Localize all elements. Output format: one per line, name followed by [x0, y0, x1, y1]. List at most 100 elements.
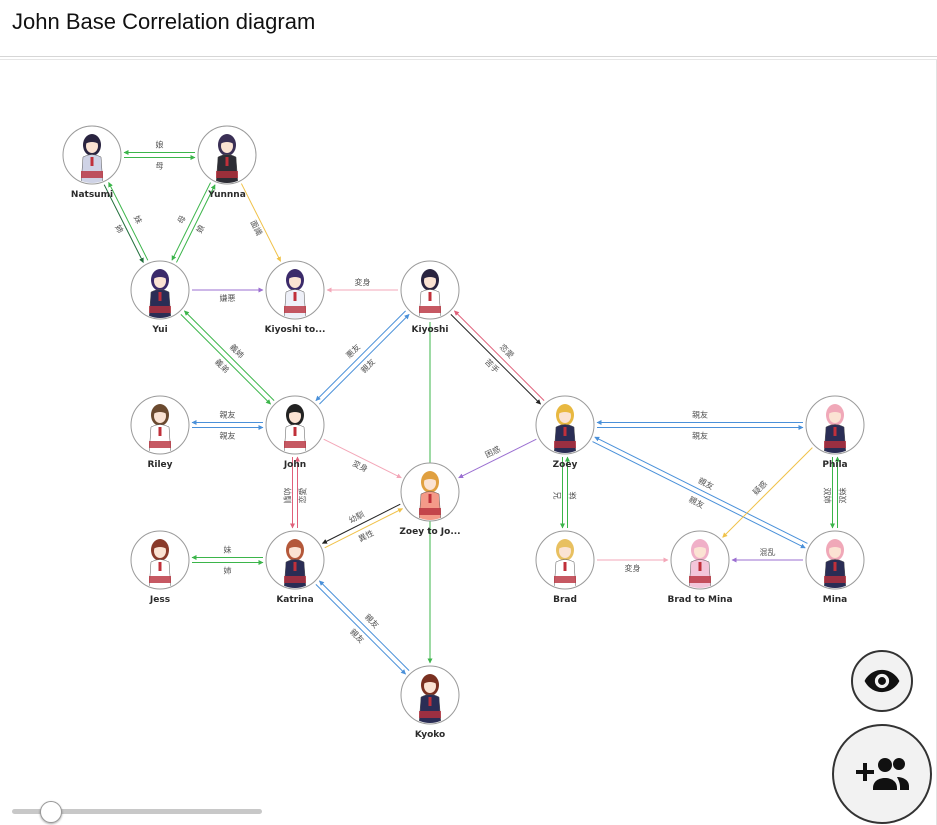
character-name: Mina [823, 595, 848, 605]
avatar [80, 134, 104, 183]
relation-edge[interactable]: 苦手 [450, 314, 541, 405]
relation-line [324, 508, 403, 549]
character-node-yui[interactable]: Yui [130, 260, 190, 335]
zoom-slider-track [12, 809, 262, 814]
avatar [215, 134, 239, 183]
relation-line [454, 310, 545, 401]
avatar [148, 404, 172, 453]
relation-edge[interactable]: 親友 [315, 584, 406, 675]
relation-edge[interactable]: 親友 [594, 436, 808, 544]
relation-edge[interactable]: 妹 [565, 456, 578, 528]
relation-line [594, 436, 808, 544]
relation-label: 姉 [113, 223, 126, 235]
relation-edge[interactable]: 親友 [191, 410, 263, 425]
character-name: Natsumi [71, 190, 113, 200]
relation-edge[interactable]: 困惑 [458, 438, 537, 479]
character-name: Yunnna [207, 190, 246, 200]
relation-edge[interactable]: 義弟 [180, 314, 271, 405]
character-node-brad[interactable]: Brad [535, 530, 595, 605]
relation-edge[interactable]: 母 [124, 155, 196, 171]
relation-label: 変身 [355, 277, 371, 287]
character-node-john[interactable]: John [265, 395, 325, 470]
relation-label: 混乱 [760, 547, 776, 557]
zoom-slider-thumb[interactable] [40, 801, 62, 823]
relation-edge[interactable]: 妹 [191, 545, 263, 560]
character-node-zoey-to[interactable]: Zoey to Jo... [399, 462, 461, 537]
relation-edge[interactable]: 親友 [192, 425, 264, 441]
avatar [283, 404, 307, 453]
character-node-natsumi[interactable]: Natsumi [62, 125, 122, 200]
character-name: Kiyoshi to... [265, 325, 326, 335]
avatar [148, 539, 172, 588]
character-node-katrina[interactable]: Katrina [265, 530, 325, 605]
relation-edge[interactable]: 姉 [103, 184, 144, 263]
relation-edge[interactable]: 変身 [326, 277, 398, 293]
add-character-button[interactable] [832, 724, 932, 824]
relation-edge[interactable]: 姉 [192, 560, 264, 576]
relation-label: 姉 [224, 566, 232, 576]
view-toggle-button[interactable] [851, 650, 913, 712]
character-node-zoey[interactable]: Zoey [535, 395, 595, 470]
relation-line [171, 182, 211, 261]
relation-edge[interactable]: 嫌悪 [192, 287, 264, 303]
avatar [418, 471, 442, 520]
relation-edge[interactable]: 恋愛 [454, 310, 545, 401]
relation-edge[interactable]: 妹 [108, 182, 149, 261]
avatar [418, 269, 442, 318]
character-node-jess[interactable]: Jess [130, 530, 190, 605]
relation-edge[interactable]: 母 [171, 182, 211, 261]
relation-edge[interactable]: 変身 [323, 438, 402, 479]
relation-edge[interactable]: 幼馴 [283, 457, 295, 529]
relation-edge[interactable]: 親友 [596, 410, 803, 425]
relation-edge[interactable]: 親友 [597, 425, 804, 441]
relation-line [450, 314, 541, 405]
add-group-icon [856, 758, 909, 790]
character-node-yunnna[interactable]: Yunnna [197, 125, 257, 200]
relation-line [315, 310, 406, 401]
relation-label: 妹 [132, 214, 145, 226]
relation-edge[interactable]: 親友 [319, 314, 410, 405]
relation-edge[interactable]: 親友 [319, 580, 410, 671]
header-divider [0, 59, 937, 60]
relation-edge[interactable]: 悪友 [315, 310, 406, 401]
correlation-diagram[interactable]: 母娘姉妹母娘面識嫌悪変身義弟義姉悪友親友苦手恋愛親友親友変身困惑幼馴恋愛幼馴異性… [0, 60, 936, 825]
relation-label: 義弟 [213, 357, 231, 375]
character-node-brad-to-mina[interactable]: Brad to Mina [667, 530, 733, 605]
relation-label: 兄 [553, 492, 562, 500]
relation-line [240, 183, 282, 262]
character-node-phila[interactable]: Phila [805, 395, 865, 470]
relation-edge[interactable]: 変身 [597, 557, 669, 573]
relation-edge[interactable]: 義姉 [184, 310, 275, 401]
relation-edge[interactable]: 双姉 [823, 457, 835, 529]
avatar [148, 269, 172, 318]
relation-label: 嫌悪 [220, 293, 236, 303]
relation-line [458, 438, 537, 479]
relation-edge[interactable]: 娘 [176, 184, 216, 263]
character-node-kiyoshi-to[interactable]: Kiyoshi to... [265, 260, 326, 335]
relation-edge[interactable]: 恋愛 [295, 456, 308, 528]
relation-label: 娘 [194, 223, 207, 235]
character-node-kiyoshi[interactable]: Kiyoshi [400, 260, 460, 335]
relation-line [322, 503, 401, 544]
relation-edge[interactable]: 混乱 [731, 547, 803, 563]
relation-line [592, 441, 806, 549]
relation-edge[interactable]: 面識 [240, 183, 282, 262]
relation-label: 幼馴 [283, 488, 293, 504]
relation-edge[interactable]: 兄 [553, 457, 565, 529]
relation-label: 妹 [224, 545, 232, 555]
relation-label: 親友 [692, 431, 708, 441]
avatar [283, 269, 307, 318]
character-node-kyoko[interactable]: Kyoko [400, 665, 460, 740]
relation-edge[interactable]: 娘 [123, 140, 195, 155]
character-node-riley[interactable]: Riley [130, 395, 190, 470]
character-name: Brad [553, 595, 577, 605]
relation-label: 母 [156, 162, 164, 171]
relation-label: 母 [176, 214, 188, 225]
zoom-slider[interactable] [12, 800, 262, 824]
relation-label: 妹 [568, 492, 578, 500]
relation-label: 面識 [248, 218, 264, 237]
relation-edge[interactable]: 双妹 [835, 456, 848, 528]
character-node-mina[interactable]: Mina [805, 530, 865, 605]
relation-label: 親友 [359, 357, 377, 375]
character-name: Zoey [553, 460, 578, 470]
